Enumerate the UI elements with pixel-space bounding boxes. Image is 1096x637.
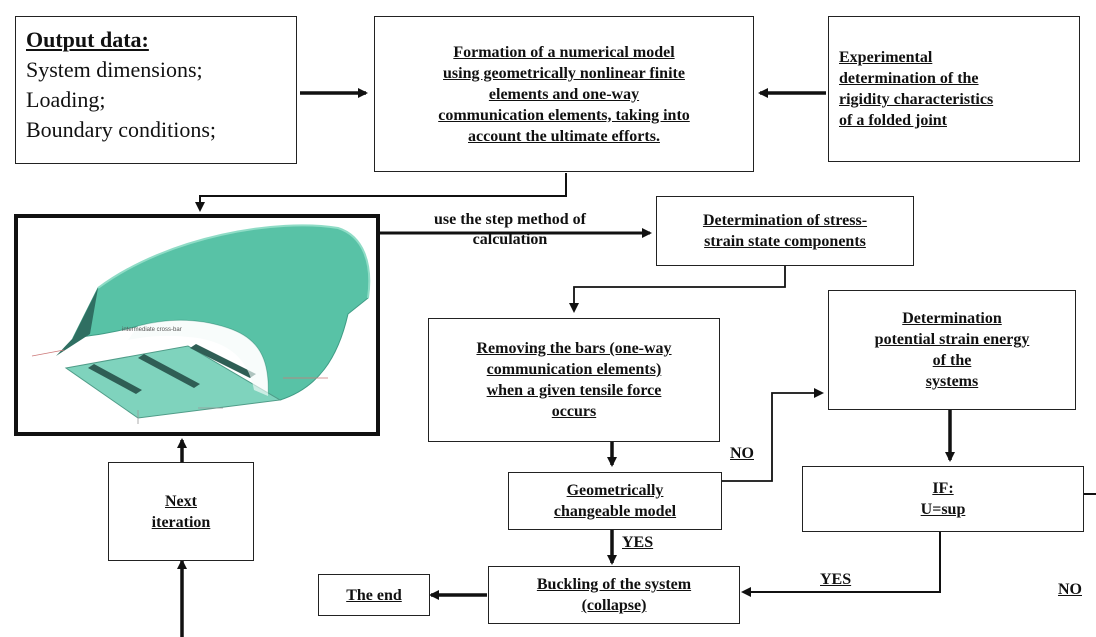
arrow-if-to-buckling [741, 532, 941, 597]
formation-line: using geometrically nonlinear finite [443, 64, 685, 82]
if-line: IF: [932, 480, 954, 497]
stress-strain-box: Determination of stress- strain state co… [656, 196, 914, 266]
energy-line: of the [932, 352, 972, 369]
energy-line: systems [925, 373, 979, 390]
removing-bars-box: Removing the bars (one-way communication… [428, 318, 720, 442]
arrow-stress-to-removing [569, 266, 786, 313]
geometric-line: Geometrically [566, 482, 664, 499]
beam-annotation: intermediate cross-bar [122, 327, 182, 333]
stress-strain-line: strain state components [704, 233, 866, 250]
step-method-line: calculation [472, 231, 548, 248]
buckling-line: (collapse) [581, 597, 647, 614]
removing-line: communication elements) [486, 361, 662, 378]
no-label-left: NO [730, 445, 754, 462]
buckling-line: Buckling of the system [536, 576, 692, 593]
output-data-item: Boundary conditions; [26, 117, 217, 142]
buckling-box: Buckling of the system (collapse) [488, 566, 740, 624]
next-iteration-line: iteration [151, 513, 211, 531]
strain-energy-box: Determination potential strain energy of… [828, 290, 1076, 410]
numerical-model-image: intermediate cross-bar [14, 214, 380, 436]
if-condition-box: IF: U=sup [802, 466, 1084, 532]
arrow-geometric-to-energy [722, 388, 824, 482]
output-data-box: Output data: System dimensions; Loading;… [15, 16, 297, 164]
if-line: U=sup [920, 501, 966, 518]
experimental-line: determination of the [839, 70, 979, 87]
step-method-line: use the step method of [434, 211, 586, 228]
step-method-label: use the step method of calculation [395, 210, 625, 250]
geometric-line: changeable model [553, 503, 677, 520]
stress-strain-line: Determination of stress- [702, 212, 868, 229]
formation-line: account the ultimate efforts. [468, 127, 660, 145]
yes-label-right: YES [820, 571, 852, 588]
output-data-header: Output data: [26, 27, 149, 52]
arrow-formation-to-model [195, 173, 567, 212]
formation-line: elements and one-way [488, 85, 640, 103]
removing-line: Removing the bars (one-way [476, 340, 672, 357]
removing-line: when a given tensile force [486, 382, 662, 399]
output-data-item: Loading; [26, 87, 106, 112]
next-iteration-box: Next iteration [108, 462, 254, 561]
energy-line: potential strain energy [874, 331, 1030, 348]
formation-model-box: Formation of a numerical model using geo… [374, 16, 754, 172]
formation-line: Formation of a numerical model [453, 43, 675, 61]
next-iteration-line: Next [165, 492, 197, 510]
experimental-line: of a folded joint [839, 112, 947, 129]
shell-model-illustration: intermediate cross-bar [18, 218, 376, 432]
formation-line: communication elements, taking into [438, 106, 690, 124]
geometrically-changeable-box: Geometrically changeable model [508, 472, 722, 530]
the-end-label: The end [346, 586, 402, 604]
yes-label-down: YES [622, 534, 654, 551]
energy-line: Determination [902, 310, 1002, 327]
removing-line: occurs [551, 403, 597, 420]
the-end-box: The end [318, 574, 430, 616]
output-data-item: System dimensions; [26, 57, 203, 82]
no-label-right: NO [1058, 581, 1082, 598]
experimental-determination-box: Experimental determination of the rigidi… [828, 16, 1080, 162]
experimental-line: rigidity characteristics [839, 91, 994, 108]
experimental-line: Experimental [839, 49, 933, 66]
